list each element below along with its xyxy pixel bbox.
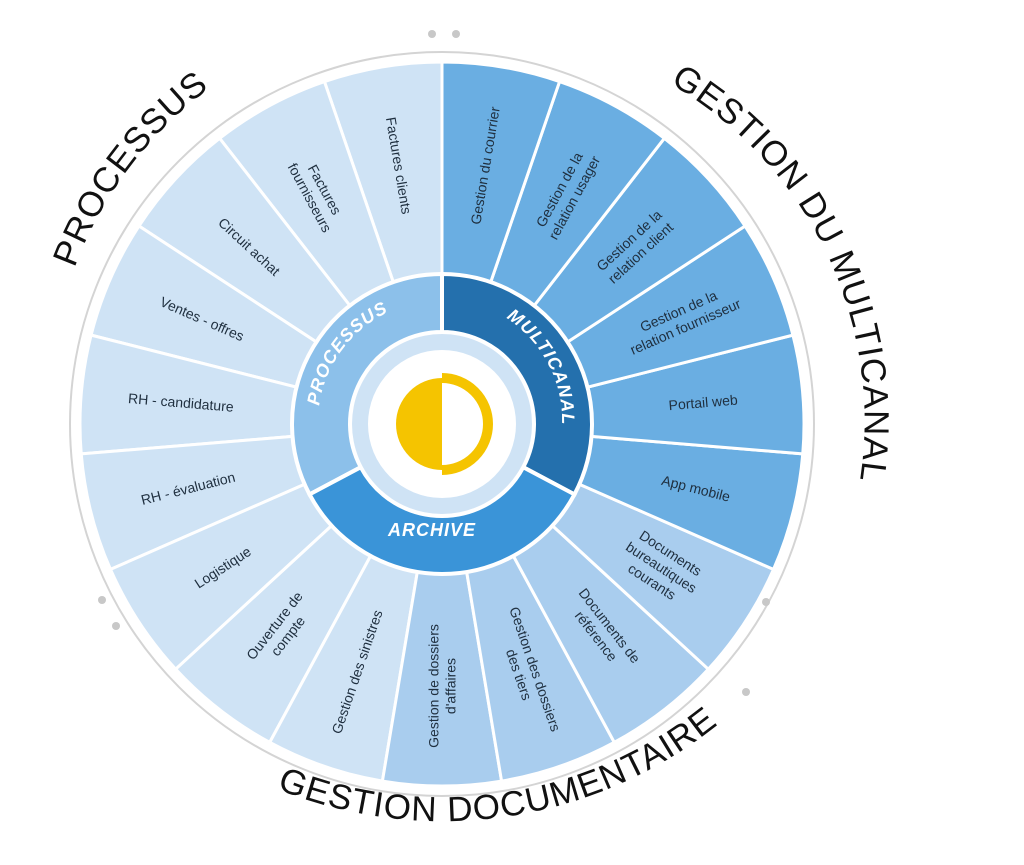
inner-sector-archive [306, 464, 578, 576]
guide-dot-2 [452, 30, 460, 38]
guide-dot-5 [762, 598, 770, 606]
guide-dot-4 [112, 622, 120, 630]
segment-label-15: Portail web [668, 392, 739, 414]
outer-guide-circle [69, 51, 815, 797]
guide-dot-3 [98, 596, 106, 604]
inner-sector-multicanal [440, 271, 594, 498]
inner-sector-processus [290, 271, 444, 498]
half-sun-icon [396, 378, 442, 470]
guide-dots [98, 30, 770, 696]
inner-title-archive: ARCHIVE [387, 520, 476, 540]
guide-dot-1 [428, 30, 436, 38]
guide-dot-6 [742, 688, 750, 696]
ring-arc-icon [441, 373, 493, 475]
segment-ring: Factures clientsFacturesfournisseursCirc… [78, 60, 806, 788]
segment-label-10: Gestion de dossiersd'affaires [426, 624, 459, 748]
